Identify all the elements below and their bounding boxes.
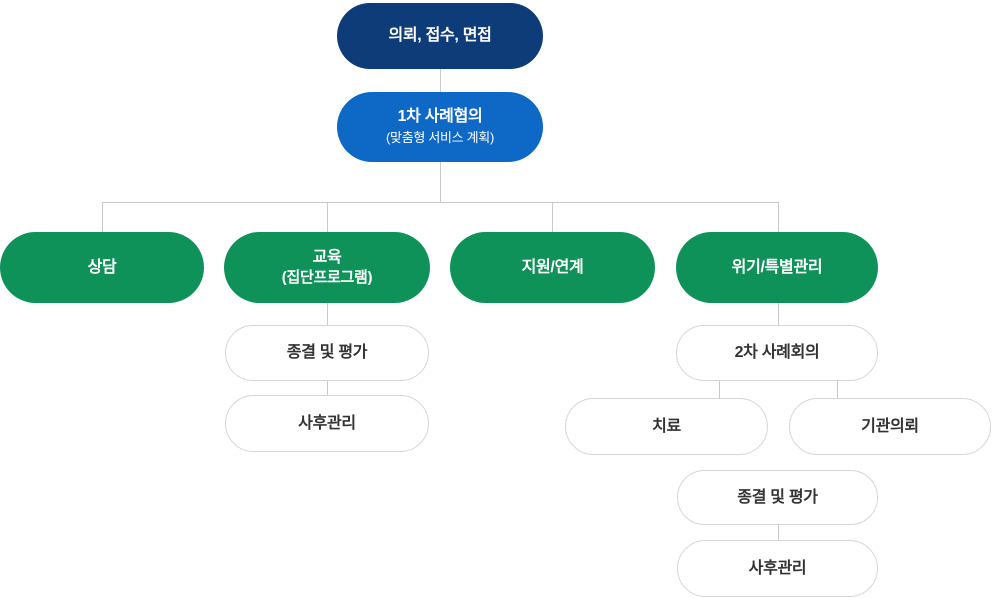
node-first-case-meeting-label: 1차 사례협의 xyxy=(397,108,483,126)
node-treatment: 치료 xyxy=(565,398,768,455)
node-education-label: 교육 xyxy=(312,248,342,266)
node-education-closure: 종결 및 평가 xyxy=(225,325,429,381)
connector-second-meeting-to-referral xyxy=(837,381,838,398)
node-crisis-management: 위기/특별관리 xyxy=(676,232,878,303)
node-intake-label: 의뢰, 접수, 면접 xyxy=(388,27,492,44)
connector-closure-to-followup-right xyxy=(778,525,779,540)
node-crisis-followup: 사후관리 xyxy=(677,540,878,597)
node-education-followup-label: 사후관리 xyxy=(298,414,356,432)
node-education-followup: 사후관리 xyxy=(225,395,429,452)
connector-education-to-closure xyxy=(327,303,328,325)
connector-drop-crisis xyxy=(778,202,779,232)
node-agency-referral-label: 기관의뢰 xyxy=(861,417,919,435)
node-support-linkage-label: 지원/연계 xyxy=(521,258,584,276)
connector-second-meeting-to-treatment xyxy=(719,381,720,398)
connector-drop-education xyxy=(327,202,328,232)
node-counseling-label: 상담 xyxy=(87,258,117,276)
node-counseling: 상담 xyxy=(0,232,204,303)
node-education: 교육 (집단프로그램) xyxy=(224,232,430,303)
node-support-linkage: 지원/연계 xyxy=(450,232,655,303)
connector-drop-support xyxy=(552,202,553,232)
node-first-case-meeting: 1차 사례협의 (맞춤형 서비스 계획) xyxy=(337,92,543,162)
node-first-case-meeting-sublabel: (맞춤형 서비스 계획) xyxy=(386,130,494,146)
connector-first-meeting-down xyxy=(440,162,441,203)
node-education-closure-label: 종결 및 평가 xyxy=(286,344,368,361)
connector-intake-to-first-meeting xyxy=(440,69,441,92)
node-treatment-label: 치료 xyxy=(652,417,681,435)
connector-branch-horizontal xyxy=(102,202,779,203)
node-second-case-meeting-label: 2차 사례회의 xyxy=(734,344,820,361)
node-crisis-management-label: 위기/특별관리 xyxy=(731,258,823,276)
connector-drop-counseling xyxy=(102,202,103,232)
connector-crisis-to-second-meeting xyxy=(778,303,779,325)
node-education-sublabel: (집단프로그램) xyxy=(281,268,373,286)
node-crisis-closure-label: 종결 및 평가 xyxy=(737,488,818,506)
node-crisis-closure: 종결 및 평가 xyxy=(677,470,878,525)
node-second-case-meeting: 2차 사례회의 xyxy=(676,325,878,381)
node-intake: 의뢰, 접수, 면접 xyxy=(337,3,543,69)
connector-closure-to-followup-left xyxy=(327,381,328,395)
node-crisis-followup-label: 사후관리 xyxy=(748,559,807,577)
node-agency-referral: 기관의뢰 xyxy=(789,398,991,455)
